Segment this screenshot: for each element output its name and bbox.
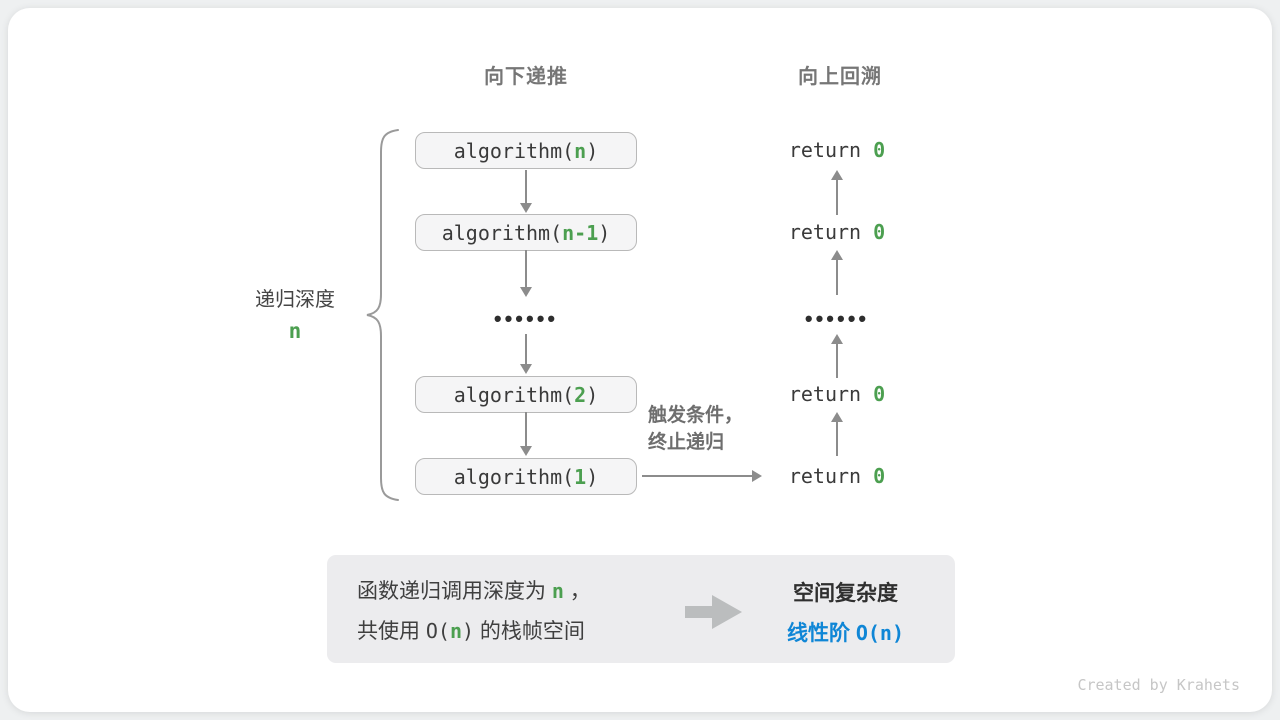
summary-param: n xyxy=(449,619,462,643)
summary-text: 的栈帧空间 xyxy=(474,620,585,643)
return-value: 0 xyxy=(873,220,886,244)
trigger-note-line1: 触发条件， xyxy=(648,405,744,426)
return-text: return xyxy=(788,382,874,406)
code-text: ) xyxy=(598,220,611,245)
stack-frame-box-n-1: algorithm(n-1) xyxy=(415,214,637,251)
stack-frame-box-n: algorithm(n) xyxy=(415,132,637,169)
return-value: 0 xyxy=(873,382,886,406)
summary-text: 共使用 xyxy=(357,620,426,643)
code-param: 2 xyxy=(574,382,587,407)
box-code: algorithm(n) xyxy=(454,139,599,163)
ellipsis-left: •••••• xyxy=(493,306,559,331)
arrow-down-icon xyxy=(519,334,533,374)
return-row: return 0 xyxy=(737,381,937,408)
return-text: return xyxy=(788,220,874,244)
code-text: algorithm( xyxy=(441,220,563,245)
summary-line2: 共使用 O(n) 的栈帧空间 xyxy=(357,617,585,645)
code-text: algorithm( xyxy=(453,382,575,407)
return-row: return 0 xyxy=(737,137,937,164)
summary-code: O( xyxy=(425,619,450,643)
return-row: return 0 xyxy=(737,219,937,246)
arrow-right-icon xyxy=(642,469,762,483)
summary-text: 函数递归调用深度为 xyxy=(357,580,552,603)
arrow-down-icon xyxy=(519,250,533,297)
ellipsis-right: •••••• xyxy=(804,306,870,331)
depth-label: 递归深度 xyxy=(255,289,335,311)
arrow-up-icon xyxy=(830,250,844,295)
curly-brace-icon xyxy=(366,129,399,501)
result-code: O(n) xyxy=(855,621,904,645)
code-text: algorithm( xyxy=(453,138,575,163)
return-value: 0 xyxy=(873,464,886,488)
code-text: ) xyxy=(586,138,599,163)
credit-text: Created by Krahets xyxy=(1077,676,1240,694)
depth-value: n xyxy=(288,319,302,343)
summary-box xyxy=(327,555,955,663)
code-param: n xyxy=(574,138,587,163)
box-code: algorithm(n-1) xyxy=(442,221,611,245)
code-text: ) xyxy=(586,464,599,489)
code-text: ) xyxy=(586,382,599,407)
return-text: return xyxy=(788,464,874,488)
trigger-condition-note: 触发条件， 终止递归 xyxy=(648,402,743,456)
arrow-up-icon xyxy=(830,412,844,456)
box-code: algorithm(1) xyxy=(454,465,599,489)
arrow-up-icon xyxy=(830,334,844,378)
header-downward-recursion: 向下递推 xyxy=(484,66,568,88)
stack-frame-box-2: algorithm(2) xyxy=(415,376,637,413)
result-prefix: 线性阶 xyxy=(786,622,856,645)
code-text: algorithm( xyxy=(453,464,575,489)
arrow-down-icon xyxy=(519,412,533,456)
code-param: 1 xyxy=(574,464,587,489)
return-row: return 0 xyxy=(737,463,937,490)
summary-param: n xyxy=(551,579,564,603)
summary-text: ， xyxy=(563,580,591,603)
stack-frame-box-1: algorithm(1) xyxy=(415,458,637,495)
trigger-note-line2: 终止递归 xyxy=(648,432,725,453)
result-title: 空间复杂度 xyxy=(793,582,898,605)
summary-code: ) xyxy=(461,619,475,643)
box-code: algorithm(2) xyxy=(454,383,599,407)
arrow-up-icon xyxy=(830,170,844,215)
code-param: n-1 xyxy=(562,220,599,245)
header-upward-backtracking: 向上回溯 xyxy=(798,66,882,88)
result-value: 线性阶 O(n) xyxy=(758,617,933,647)
block-arrow-right-icon xyxy=(685,595,742,629)
return-text: return xyxy=(788,138,874,162)
return-value: 0 xyxy=(873,138,886,162)
arrow-down-icon xyxy=(519,170,533,213)
summary-line1: 函数递归调用深度为 n ， xyxy=(357,577,591,605)
